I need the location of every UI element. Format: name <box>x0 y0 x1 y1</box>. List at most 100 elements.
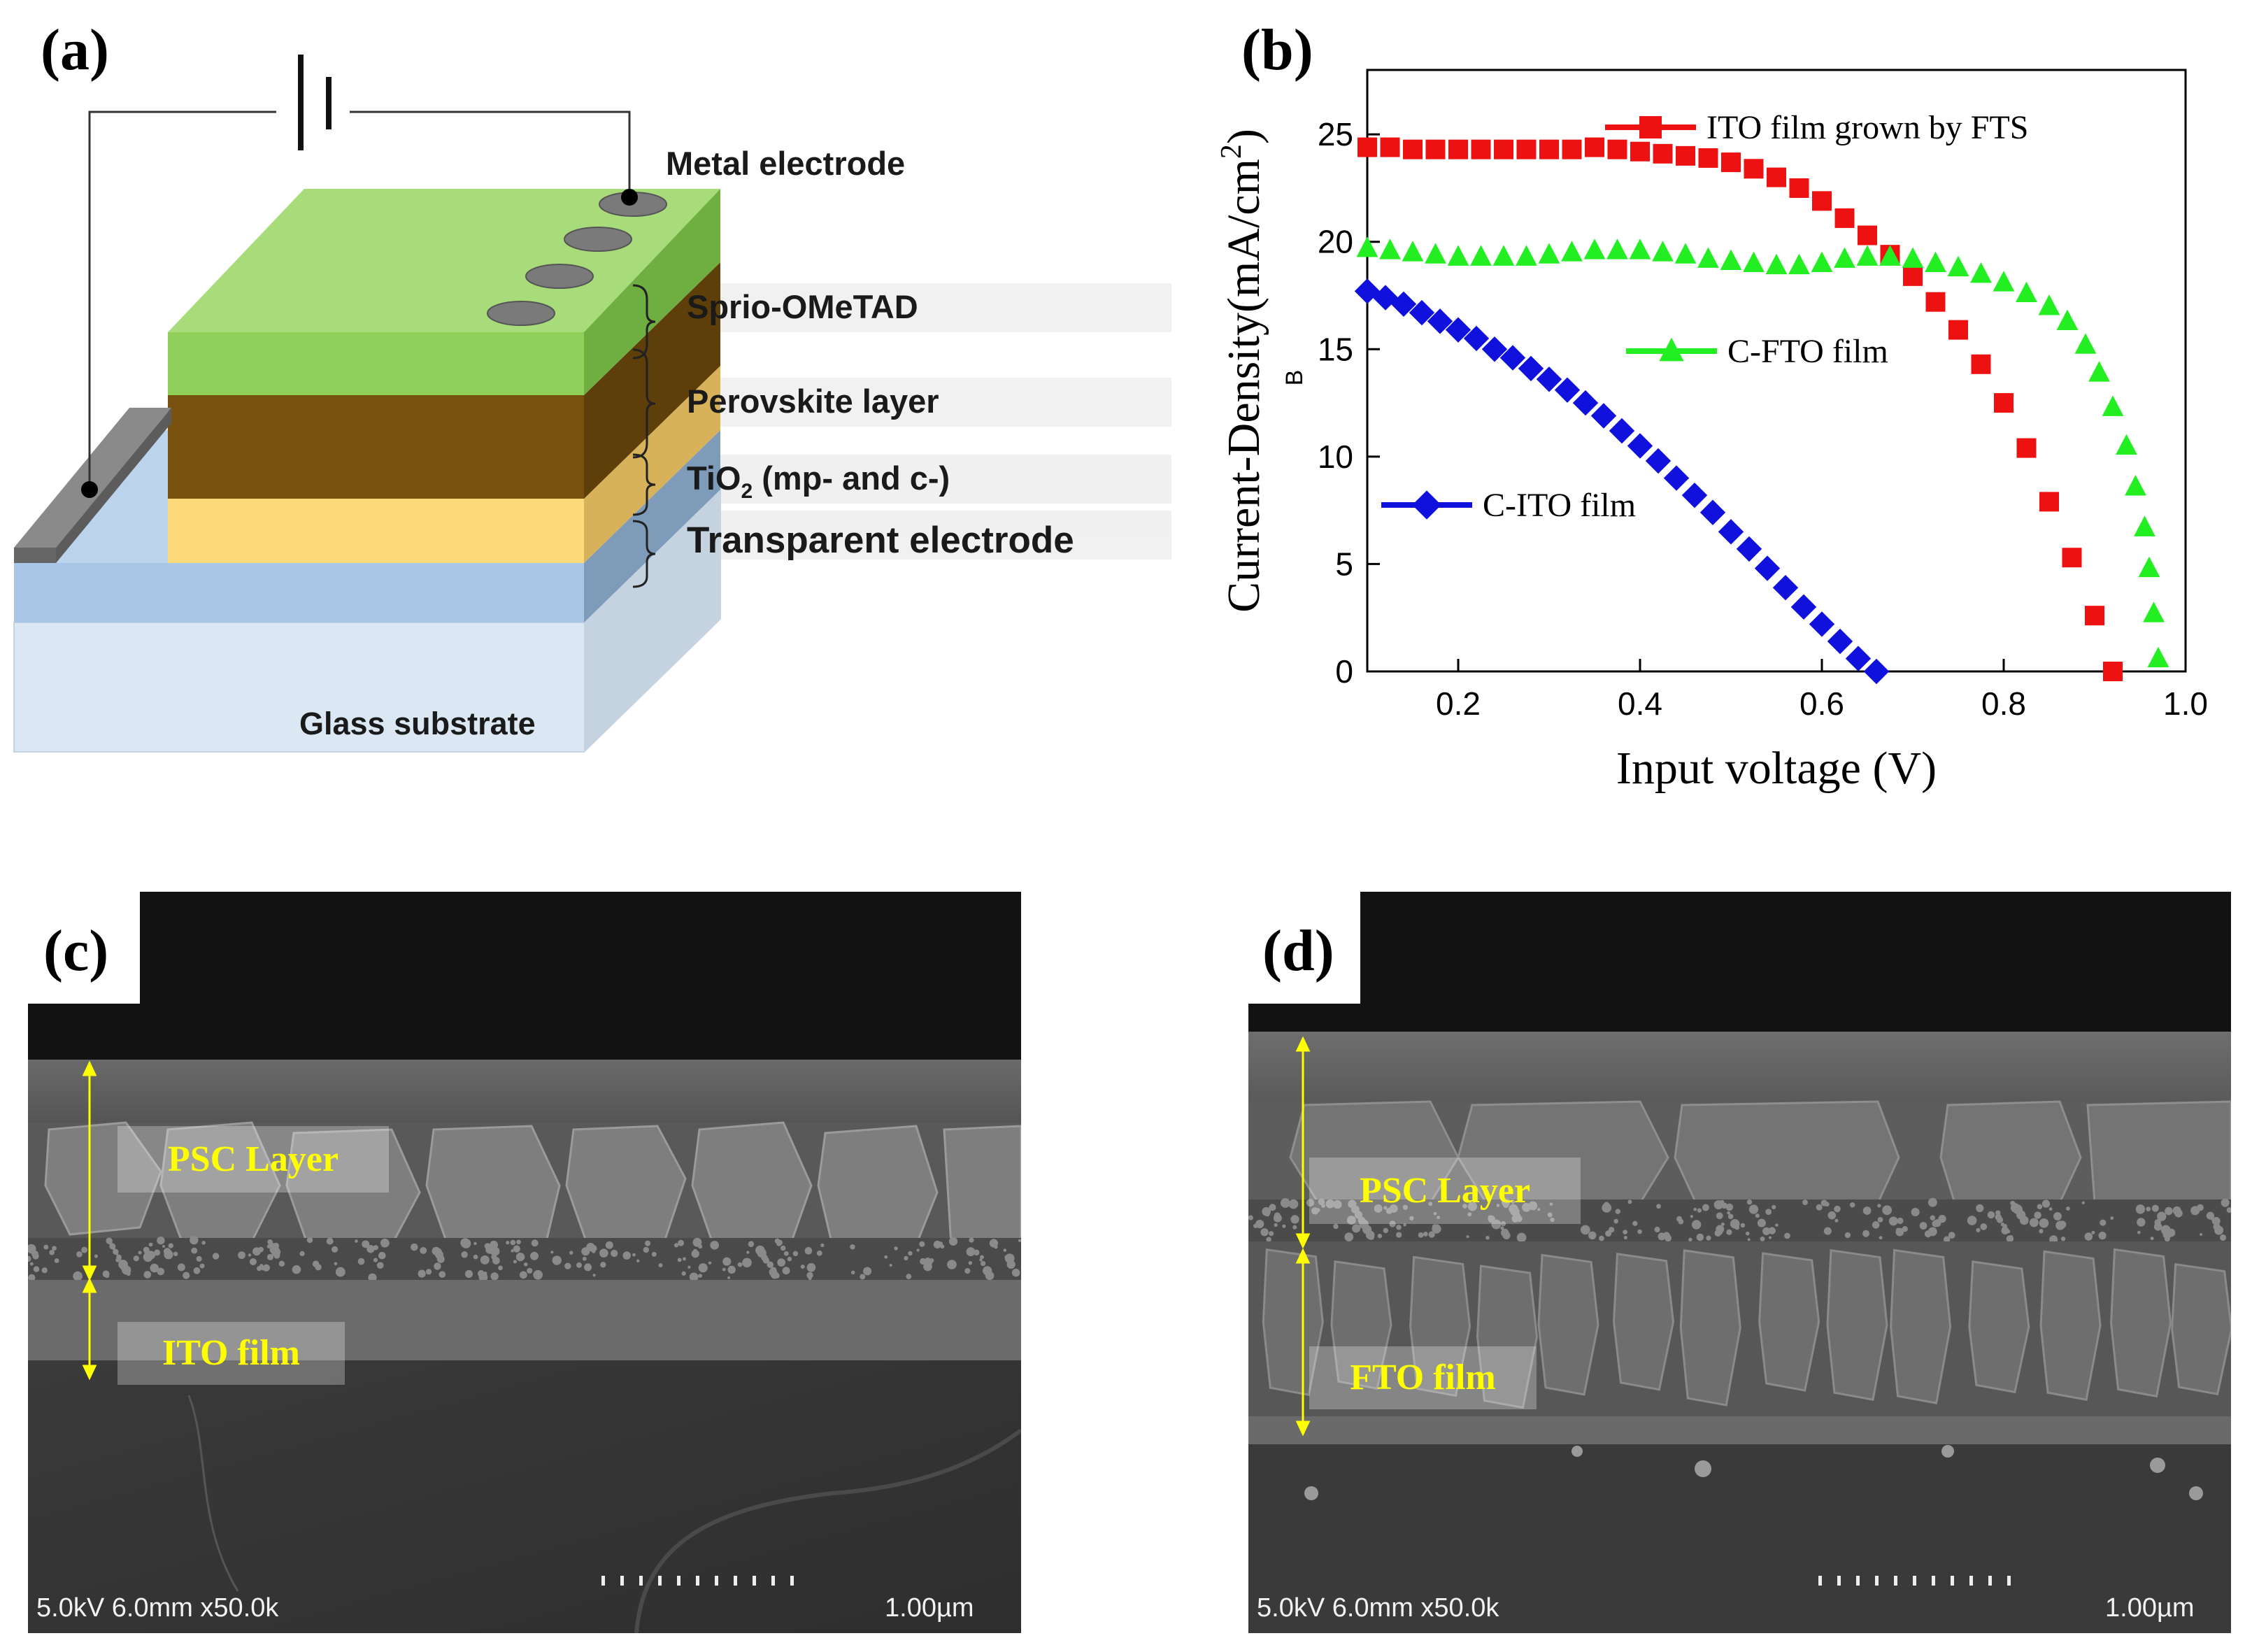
nanoparticle <box>1802 1199 1809 1206</box>
sem-c-label-ito: ITO film <box>117 1322 345 1385</box>
panel-c-sem <box>28 892 1021 1633</box>
nanoparticle <box>722 1267 726 1272</box>
nanoparticle <box>306 1237 313 1244</box>
nanoparticle <box>1409 1216 1414 1220</box>
nanoparticle <box>2157 1211 2167 1221</box>
nanoparticle <box>863 1267 872 1276</box>
glass-contour <box>634 1428 1021 1633</box>
nanoparticle <box>1656 1204 1661 1209</box>
nanoparticle <box>994 1245 998 1249</box>
nanoparticle <box>1009 1263 1014 1268</box>
nanoparticle <box>506 1241 510 1245</box>
nanoparticle <box>850 1244 855 1250</box>
nanoparticle <box>1995 1210 2001 1216</box>
nanoparticle <box>920 1258 927 1265</box>
data-point <box>1827 628 1853 655</box>
fto-grain <box>1679 1249 1741 1407</box>
side-contact-bar <box>14 408 171 563</box>
nanoparticle <box>144 1248 150 1255</box>
data-point <box>1402 241 1424 262</box>
data-point <box>1788 253 1810 275</box>
scale-tick <box>2007 1576 2011 1586</box>
fto-grain <box>1968 1260 2030 1394</box>
sem-d-label-psc: PSC Layer <box>1309 1158 1581 1224</box>
legend-label: ITO film grown by FTS <box>1706 109 2028 146</box>
nanoparticle <box>1927 1199 1934 1206</box>
nanoparticle <box>651 1251 657 1257</box>
nanoparticle <box>787 1256 792 1262</box>
data-point <box>1425 243 1446 264</box>
data-point <box>1471 139 1491 159</box>
nanoparticle <box>1269 1204 1276 1211</box>
psc-grains <box>1289 1100 2231 1204</box>
data-point <box>1607 139 1627 159</box>
data-point <box>1627 433 1653 459</box>
nanoparticle <box>1280 1198 1290 1208</box>
nanoparticle <box>1850 1202 1855 1208</box>
nanoparticle <box>480 1255 490 1265</box>
data-point <box>1811 251 1833 273</box>
nanoparticle <box>1537 1208 1541 1211</box>
nanoparticle <box>41 1269 45 1272</box>
nanoparticle <box>2091 1230 2095 1234</box>
data-point <box>1492 245 1515 266</box>
nanoparticle <box>1374 1204 1383 1213</box>
nanoparticle <box>592 1274 596 1277</box>
nanoparticle <box>1720 1222 1725 1226</box>
nanoparticle <box>783 1251 789 1256</box>
nanoparticle <box>133 1255 139 1262</box>
nanoparticle <box>599 1248 608 1258</box>
nanoparticle <box>2039 1229 2044 1234</box>
data-point <box>1858 225 1877 245</box>
letter-box-d <box>1248 892 1360 1004</box>
panel-d-sem <box>1248 892 2231 1633</box>
y-axis-label-main: Current-Density(mA/cm <box>1218 159 1269 613</box>
glass-debris <box>1304 1445 2203 1500</box>
fto-grain <box>1262 1248 1324 1396</box>
nanoparticle <box>916 1248 920 1252</box>
nanoparticle <box>420 1246 427 1254</box>
nanoparticle <box>111 1246 115 1251</box>
nanoparticle <box>645 1240 651 1246</box>
data-point <box>2016 438 2037 458</box>
nanoparticle <box>1547 1212 1553 1218</box>
nanoparticle <box>1775 1223 1779 1227</box>
x-tick-label: 0.6 <box>1799 685 1844 722</box>
nanoparticle <box>2200 1232 2203 1237</box>
label-tio2: TiO2 (mp- and c-) <box>687 460 950 503</box>
data-point <box>1562 139 1582 159</box>
nanoparticle <box>1550 1217 1555 1223</box>
nanoparticle <box>76 1251 83 1258</box>
legend-item: C-FTO film <box>1626 333 1888 370</box>
data-point <box>1357 137 1377 157</box>
nanoparticle <box>258 1246 264 1253</box>
nanoparticle <box>722 1257 732 1266</box>
nanoparticle <box>2206 1211 2215 1220</box>
wire-node-right <box>621 189 638 206</box>
nanoparticle <box>1919 1222 1927 1230</box>
nanoparticle <box>490 1272 499 1281</box>
nanoparticle <box>1691 1220 1702 1230</box>
data-point <box>1390 291 1417 317</box>
nanoparticle <box>1872 1221 1880 1229</box>
scale-tick <box>734 1576 737 1586</box>
nanoparticle <box>777 1258 786 1267</box>
nanoparticle <box>1248 1215 1253 1220</box>
nanoparticle <box>1615 1209 1620 1214</box>
nanoparticle <box>510 1239 516 1246</box>
nanoparticle <box>884 1255 888 1259</box>
nanoparticle <box>2002 1225 2007 1230</box>
nanoparticle <box>52 1246 57 1251</box>
data-point <box>1674 243 1697 264</box>
data-point <box>1663 465 1690 491</box>
nanoparticle <box>1716 1212 1723 1220</box>
nanoparticle <box>118 1258 122 1261</box>
nanoparticle <box>1383 1227 1389 1234</box>
nanoparticle <box>582 1256 587 1261</box>
nanoparticle <box>1820 1199 1827 1206</box>
nanoparticle <box>1760 1237 1765 1241</box>
nanoparticle <box>1389 1204 1398 1213</box>
nanoparticle <box>425 1269 432 1275</box>
data-point <box>1970 262 1992 283</box>
nanoparticle <box>28 1244 36 1254</box>
